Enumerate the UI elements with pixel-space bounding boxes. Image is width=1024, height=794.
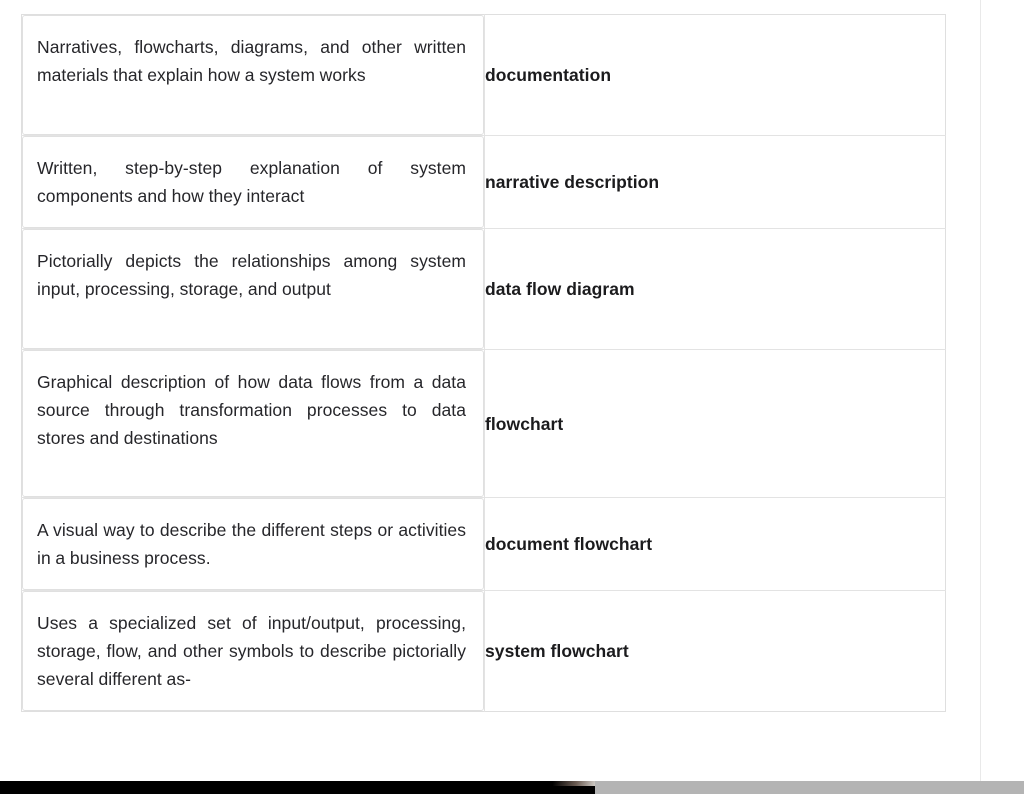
definition-cell[interactable]: Narratives, flowcharts, diagrams, and ot… — [21, 14, 485, 136]
definition-text: Uses a specialized set of input/output, … — [37, 613, 466, 689]
definition-box[interactable]: Written, step-by-step explanation of sys… — [22, 136, 484, 228]
definition-cell[interactable]: Written, step-by-step explanation of sys… — [21, 135, 485, 229]
term-text: narrative description — [485, 172, 660, 192]
table-body: Narratives, flowcharts, diagrams, and ot… — [21, 14, 946, 712]
term-cell[interactable]: data flow diagram — [484, 228, 946, 350]
term-text: system flowchart — [485, 641, 629, 661]
table-row[interactable]: Narratives, flowcharts, diagrams, and ot… — [21, 14, 946, 136]
horizontal-scrollbar[interactable] — [0, 781, 1024, 794]
definition-term-table: Narratives, flowcharts, diagrams, and ot… — [21, 14, 946, 712]
viewport-right-divider — [980, 0, 981, 781]
definition-text: Written, step-by-step explanation of sys… — [37, 158, 466, 206]
definition-box[interactable]: Narratives, flowcharts, diagrams, and ot… — [22, 15, 484, 135]
table-row[interactable]: Uses a specialized set of input/output, … — [21, 590, 946, 712]
term-text: documentation — [485, 65, 612, 85]
definition-box[interactable]: A visual way to describe the different s… — [22, 498, 484, 590]
term-text: flowchart — [485, 413, 564, 434]
definition-box[interactable]: Graphical description of how data flows … — [22, 350, 484, 497]
definition-box[interactable]: Pictorially depicts the relationships am… — [22, 229, 484, 349]
term-text: data flow diagram — [485, 279, 635, 299]
definition-cell[interactable]: A visual way to describe the different s… — [21, 497, 485, 591]
table-row[interactable]: Written, step-by-step explanation of sys… — [21, 135, 946, 229]
definition-text: A visual way to describe the different s… — [37, 520, 466, 568]
table-row[interactable]: Pictorially depicts the relationships am… — [21, 228, 946, 350]
horizontal-scrollbar-thumb[interactable] — [0, 781, 595, 794]
term-cell[interactable]: documentation — [484, 14, 946, 136]
definition-text: Graphical description of how data flows … — [37, 372, 466, 448]
term-text: document flowchart — [485, 534, 653, 554]
table-row[interactable]: Graphical description of how data flows … — [21, 349, 946, 498]
table-row[interactable]: A visual way to describe the different s… — [21, 497, 946, 591]
definition-text: Pictorially depicts the relationships am… — [37, 251, 466, 299]
term-cell[interactable]: system flowchart — [484, 590, 946, 712]
definition-text: Narratives, flowcharts, diagrams, and ot… — [37, 37, 466, 85]
term-cell[interactable]: flowchart — [484, 349, 946, 498]
definition-box[interactable]: Uses a specialized set of input/output, … — [22, 591, 484, 711]
definition-cell[interactable]: Pictorially depicts the relationships am… — [21, 228, 485, 350]
definition-cell[interactable]: Graphical description of how data flows … — [21, 349, 485, 498]
term-cell[interactable]: narrative description — [484, 135, 946, 229]
term-cell[interactable]: document flowchart — [484, 497, 946, 591]
definition-cell[interactable]: Uses a specialized set of input/output, … — [21, 590, 485, 712]
